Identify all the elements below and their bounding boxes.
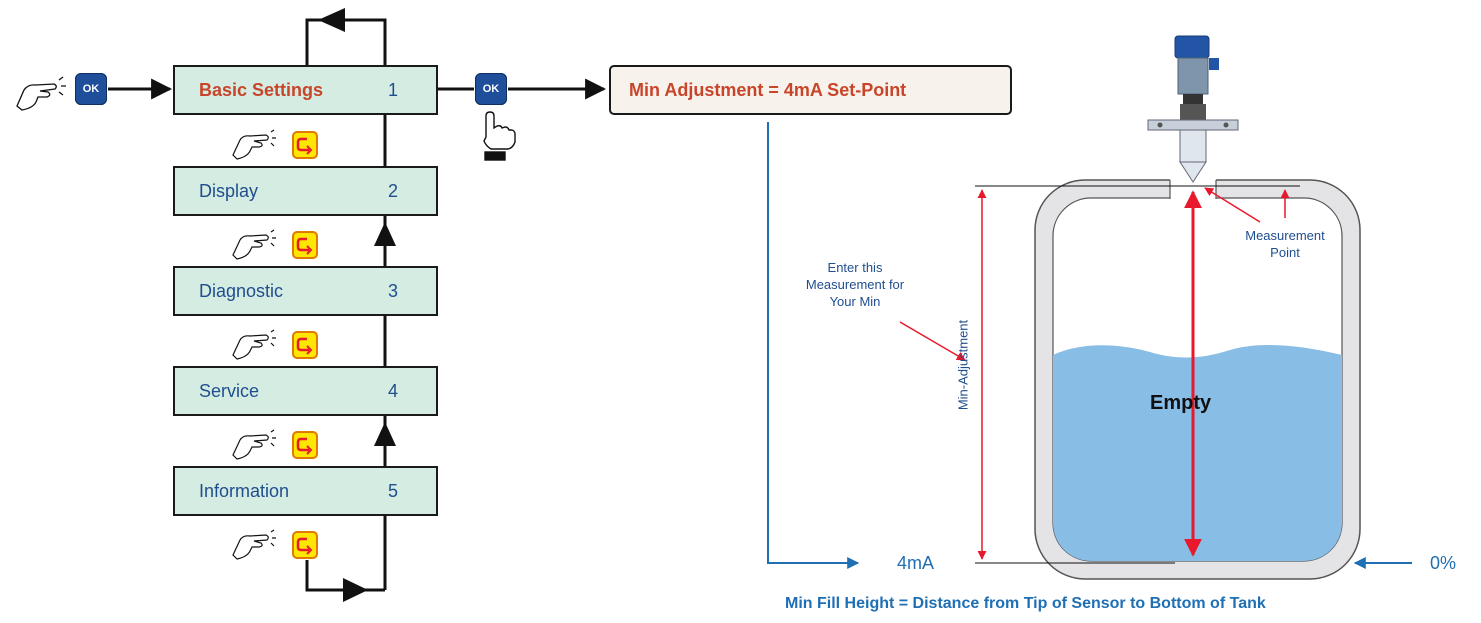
signal-4ma-label: 4mA [897, 553, 935, 573]
enter-measurement-note: Enter this Measurement for Your Min [805, 260, 905, 309]
back-key-icon[interactable] [292, 131, 318, 159]
back-key-icon[interactable] [292, 531, 318, 559]
hand-press-icon [232, 334, 269, 360]
min-adjustment-text: Min Adjustment = 4mA Set-Point [629, 79, 907, 100]
loop-arrow-bottom [343, 578, 368, 602]
signal-0-percent-label: 0% [1430, 553, 1457, 573]
menu-item-label: Diagnostic [199, 280, 284, 301]
menu-item-label: Display [199, 180, 259, 201]
back-key-icon[interactable] [292, 231, 318, 259]
menu-item-label: Service [199, 380, 260, 401]
hand-press-icon [232, 434, 269, 460]
hand-press-icon [16, 76, 66, 111]
loop-arrow-up-2 [374, 422, 396, 446]
menu-item-number: 5 [387, 480, 398, 501]
menu-item-service[interactable]: Service 4 [173, 366, 438, 416]
pointer-enter-note [899, 321, 966, 361]
ok-key-icon[interactable]: OK [75, 73, 107, 105]
hand-press-icon [232, 134, 269, 160]
hand-pointer-icon [483, 111, 516, 161]
menu-item-label: Basic Settings [199, 79, 324, 100]
menu-item-number: 2 [387, 180, 398, 201]
menu-item-number: 1 [387, 79, 398, 100]
menu-item-diagnostic[interactable]: Diagnostic 3 [173, 266, 438, 316]
hand-press-icon [232, 234, 269, 260]
menu-item-number: 3 [387, 280, 398, 301]
min-adjustment-box: Min Adjustment = 4mA Set-Point [609, 65, 1012, 115]
ok-key-label: OK [82, 83, 100, 95]
pointer-to-sensor-tip [1204, 187, 1261, 223]
min-fill-height-caption: Min Fill Height = Distance from Tip of S… [785, 595, 1266, 612]
menu-item-information[interactable]: Information 5 [173, 466, 438, 516]
menu-item-display[interactable]: Display 2 [173, 166, 438, 216]
back-key-icon[interactable] [292, 431, 318, 459]
loop-arrow-top [318, 8, 345, 32]
menu-item-label: Information [199, 480, 290, 501]
min-adjustment-label: Min-Adjustment [955, 319, 971, 411]
menu-item-number: 4 [387, 380, 398, 401]
radar-sensor-icon [1147, 35, 1239, 183]
loop-arrow-up-1 [374, 222, 396, 246]
liquid [1053, 345, 1342, 561]
empty-level-label: Empty [1150, 392, 1212, 414]
ok-key-label: OK [482, 83, 500, 95]
menu-item-basic-settings[interactable]: Basic Settings 1 [173, 65, 438, 115]
result-to-4ma-line [767, 122, 860, 569]
hand-press-icon [232, 534, 269, 560]
back-key-icon[interactable] [292, 331, 318, 359]
ok-key-icon[interactable]: OK [475, 73, 507, 105]
measurement-point-label: Measurement Point [1245, 228, 1325, 260]
